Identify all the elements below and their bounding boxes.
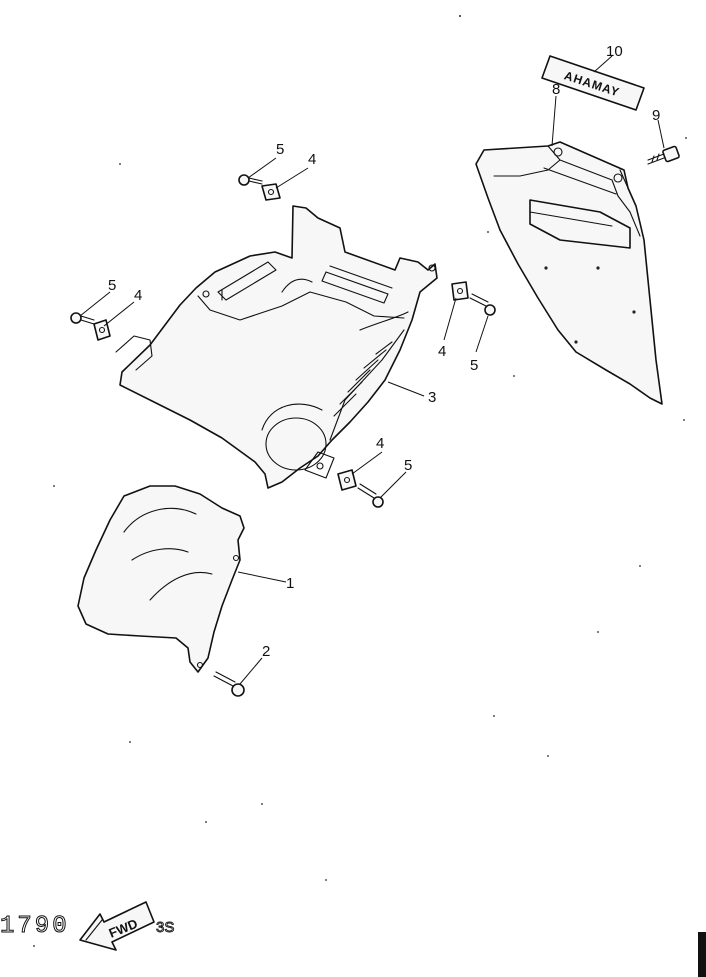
page-edge-mark (698, 932, 706, 977)
part-2-screw (213, 671, 245, 697)
fwd-arrow-icon (79, 901, 155, 951)
part-4-clip-right (451, 281, 469, 301)
callout-5-left: 5 (108, 277, 116, 294)
part-5-screw-left (70, 312, 95, 325)
part-3-under-cover (115, 205, 438, 489)
callout-10: 10 (606, 43, 623, 60)
callout-1: 1 (286, 575, 294, 592)
part-4-clip-bottom (337, 469, 357, 491)
leader-lines (79, 55, 665, 685)
diagram-suffix: 3S (156, 919, 174, 936)
callout-4-bottom: 4 (376, 435, 384, 452)
callout-5-bottom: 5 (404, 457, 412, 474)
part-5-screw-right (469, 293, 496, 316)
part-1-cover (77, 485, 245, 673)
callout-4-top: 4 (308, 151, 316, 168)
callout-numbers: 1 2 3 4 5 4 5 4 5 4 5 8 9 10 (108, 43, 660, 660)
callout-9: 9 (652, 107, 660, 124)
part-5-screw-bottom (357, 483, 384, 508)
part-9-bolt (647, 145, 680, 165)
callout-4-right: 4 (438, 343, 446, 360)
callout-2: 2 (262, 643, 270, 660)
callout-4-left: 4 (134, 287, 142, 304)
part-8-side-panel (475, 141, 663, 405)
callout-5-right: 5 (470, 357, 478, 374)
footer: 1790 FWD 3S (0, 901, 706, 977)
callout-3: 3 (428, 389, 436, 406)
part-5-screw-top (238, 174, 263, 186)
callout-5-top: 5 (276, 141, 284, 158)
callout-8: 8 (552, 81, 560, 98)
diagram-code: 1790 (0, 913, 70, 940)
scan-specks (33, 15, 687, 947)
part-4-clip-top (261, 183, 281, 201)
